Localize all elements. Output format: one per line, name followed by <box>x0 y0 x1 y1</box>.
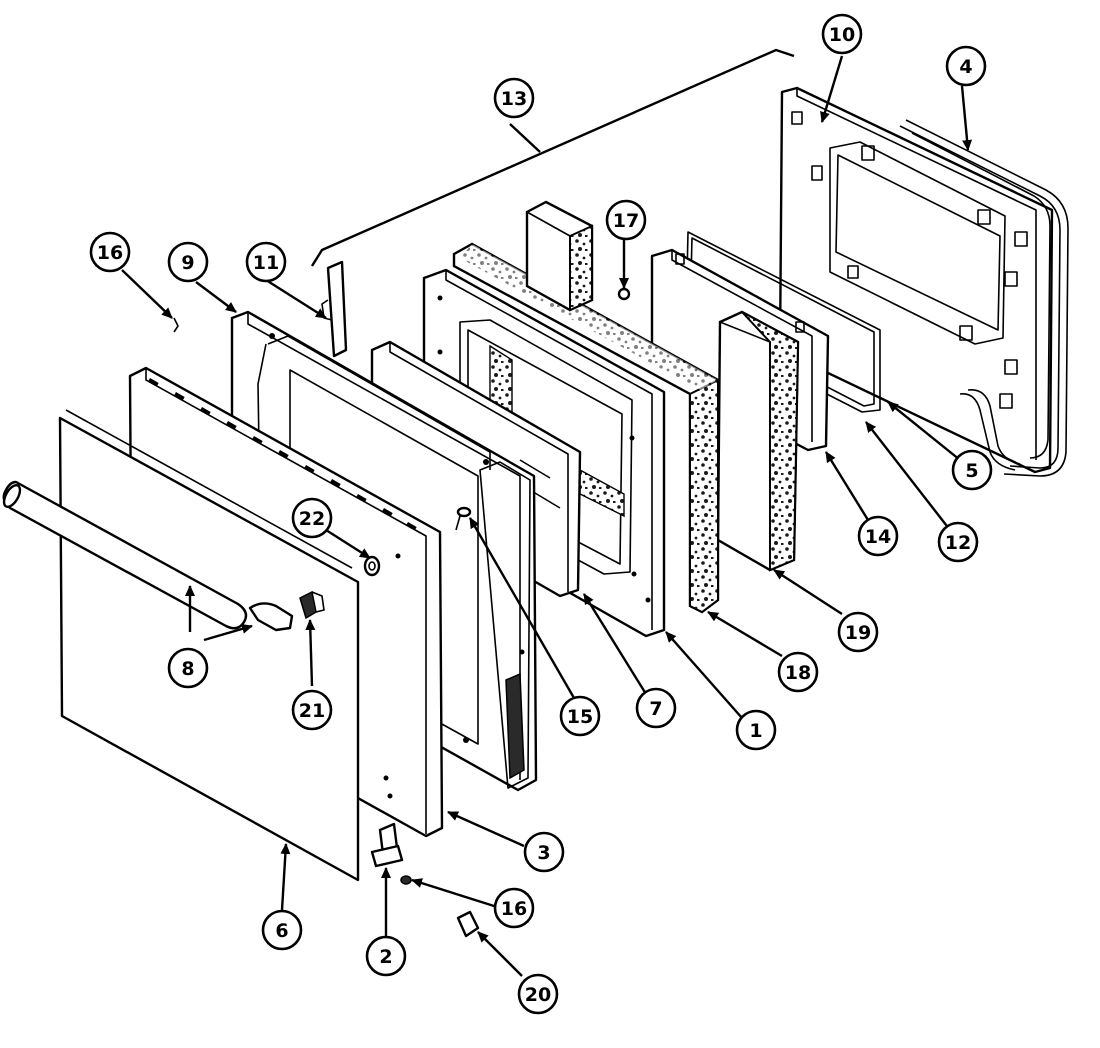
callout-2: 2 <box>365 935 407 977</box>
svg-text:21: 21 <box>299 700 325 722</box>
callout-1: 1 <box>735 709 777 751</box>
svg-text:16: 16 <box>501 898 527 920</box>
part-20-clip <box>456 910 480 938</box>
callout-19: 19 <box>837 611 879 653</box>
callout-11: 11 <box>245 241 287 283</box>
part-13-insulation-block <box>525 200 594 312</box>
part-19-insulation <box>716 310 800 572</box>
svg-text:14: 14 <box>865 526 891 548</box>
part-21-handle-bracket <box>299 590 325 620</box>
svg-text:20: 20 <box>525 984 551 1006</box>
part-15-screw <box>455 506 472 531</box>
part-17-nut <box>617 287 631 301</box>
svg-text:17: 17 <box>613 210 639 232</box>
callout-15: 15 <box>559 695 601 737</box>
callout-20: 20 <box>517 973 559 1015</box>
callout-12: 12 <box>937 521 979 563</box>
callout-4: 4 <box>945 45 987 87</box>
svg-text:10: 10 <box>829 24 855 46</box>
svg-text:12: 12 <box>945 532 971 554</box>
callout-13: 13 <box>493 77 535 119</box>
svg-text:2: 2 <box>379 946 392 968</box>
part-4-door-gasket <box>899 119 1069 477</box>
leader-lines <box>121 55 973 977</box>
part-22-washer <box>363 555 381 577</box>
callout-14: 14 <box>857 515 899 557</box>
svg-text:5: 5 <box>965 460 978 482</box>
part-11-hinge-bracket <box>321 260 348 358</box>
svg-text:1: 1 <box>749 720 762 742</box>
callout-5: 5 <box>951 449 993 491</box>
callout-18: 18 <box>777 651 819 693</box>
leader-13-bracket <box>310 48 795 267</box>
callout-7: 7 <box>635 687 677 729</box>
callout-6: 6 <box>261 909 303 951</box>
svg-text:18: 18 <box>785 662 811 684</box>
callout-17: 17 <box>605 199 647 241</box>
callout-22: 22 <box>291 497 333 539</box>
svg-text:9: 9 <box>181 252 194 274</box>
svg-text:11: 11 <box>253 252 279 274</box>
callout-16-lower: 16 <box>493 887 535 929</box>
svg-text:7: 7 <box>649 698 662 720</box>
svg-text:6: 6 <box>275 920 288 942</box>
callout-10: 10 <box>821 13 863 55</box>
svg-text:4: 4 <box>959 56 972 78</box>
part-16-screw-lower <box>400 875 412 885</box>
callout-21: 21 <box>291 689 333 731</box>
part-6-front-panel <box>58 409 360 882</box>
svg-text:13: 13 <box>501 88 527 110</box>
svg-text:16: 16 <box>97 242 123 264</box>
part-2-hinge-clip <box>370 822 404 868</box>
callout-8: 8 <box>167 647 209 689</box>
callout-16-upper: 16 <box>89 231 131 273</box>
callout-9: 9 <box>167 241 209 283</box>
part-16-screw-upper <box>173 317 179 333</box>
svg-text:3: 3 <box>537 842 550 864</box>
svg-text:19: 19 <box>845 622 871 644</box>
svg-text:8: 8 <box>181 658 194 680</box>
callout-3: 3 <box>523 831 565 873</box>
part-10-rear-liner <box>778 86 1054 474</box>
svg-text:22: 22 <box>299 508 325 530</box>
svg-text:15: 15 <box>567 706 593 728</box>
